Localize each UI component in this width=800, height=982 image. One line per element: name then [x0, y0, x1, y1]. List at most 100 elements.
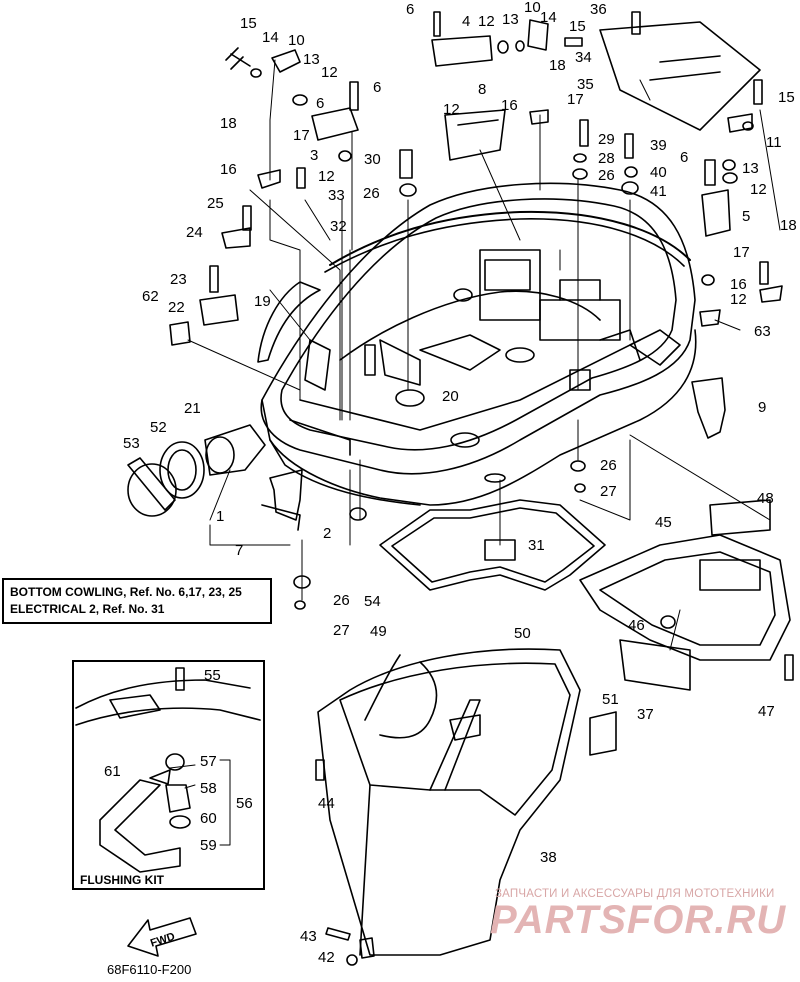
callout-63: 63 — [754, 323, 771, 340]
callout-27a: 27 — [600, 483, 617, 500]
callout-12e: 12 — [750, 181, 767, 198]
callout-10a: 10 — [288, 32, 305, 49]
callout-25: 25 — [207, 195, 224, 212]
reference-note-line1: BOTTOM COWLING, Ref. No. 6,17, 23, 25 — [10, 585, 242, 599]
callout-14b: 14 — [540, 9, 557, 26]
callout-56: 56 — [236, 795, 253, 812]
reference-note-line2: ELECTRICAL 2, Ref. No. 31 — [10, 602, 165, 616]
lower-apron — [317, 648, 581, 959]
callout-13a: 13 — [303, 51, 320, 68]
callout-26a: 26 — [363, 185, 380, 202]
callout-49: 49 — [370, 623, 387, 640]
callout-52: 52 — [150, 419, 167, 436]
callout-6d: 6 — [680, 149, 688, 166]
callout-8: 8 — [478, 81, 486, 98]
bottom-cowling — [260, 182, 697, 506]
seal-strip — [257, 210, 691, 363]
callout-53: 53 — [123, 435, 140, 452]
flushing-kit-frame — [72, 660, 265, 890]
callout-18a: 18 — [220, 115, 237, 132]
callout-40: 40 — [650, 164, 667, 181]
callout-61: 61 — [104, 763, 121, 780]
callout-23: 23 — [170, 271, 187, 288]
callout-10b: 10 — [524, 0, 541, 16]
callout-15a: 15 — [240, 15, 257, 32]
callout-15c: 15 — [778, 89, 795, 106]
callout-18c: 18 — [780, 217, 797, 234]
callout-54: 54 — [364, 593, 381, 610]
callout-62: 62 — [142, 288, 159, 305]
callout-48: 48 — [757, 490, 774, 507]
callout-19: 19 — [254, 293, 271, 310]
callout-18b: 18 — [549, 57, 566, 74]
callout-34: 34 — [575, 49, 592, 66]
callout-labels: 15 14 10 13 12 6 6 18 17 3 16 12 33 32 3… — [104, 0, 797, 966]
callout-9: 9 — [758, 399, 766, 416]
callout-20: 20 — [442, 388, 459, 405]
leader-lines — [169, 59, 781, 846]
callout-4: 4 — [462, 13, 470, 30]
callout-12b: 12 — [318, 168, 335, 185]
callout-11: 11 — [766, 134, 782, 151]
callout-46: 46 — [628, 617, 645, 634]
callout-30: 30 — [364, 151, 381, 168]
callout-21: 21 — [184, 400, 201, 417]
callout-16c: 16 — [730, 276, 747, 293]
callout-27b: 27 — [333, 622, 350, 639]
callout-15b: 15 — [569, 18, 586, 35]
callout-45: 45 — [655, 514, 672, 531]
callout-35: 35 — [577, 76, 594, 93]
callout-13b: 13 — [502, 11, 519, 28]
diagram-code: 68F6110-F200 — [107, 962, 192, 977]
callout-59: 59 — [200, 837, 217, 854]
callout-26d: 26 — [333, 592, 350, 609]
callout-31: 31 — [528, 537, 545, 554]
callout-47: 47 — [758, 703, 775, 720]
callout-41: 41 — [650, 183, 667, 200]
grommet-assembly — [127, 424, 266, 517]
brackets — [169, 19, 783, 531]
flushing-kit-title: FLUSHING KIT — [80, 873, 164, 887]
watermark-caption: ЗАПЧАСТИ И АКСЕССУАРЫ ДЛЯ МОТОТЕХНИКИ — [495, 888, 775, 900]
callout-55: 55 — [204, 667, 221, 684]
callout-43: 43 — [300, 928, 317, 945]
callout-22: 22 — [168, 299, 185, 316]
callout-16b: 16 — [501, 97, 518, 114]
support-frame — [579, 499, 791, 756]
callout-29: 29 — [598, 131, 615, 148]
callout-26c: 26 — [600, 457, 617, 474]
callout-2: 2 — [323, 525, 331, 542]
callout-33: 33 — [328, 187, 345, 204]
reference-note-box: BOTTOM COWLING, Ref. No. 6,17, 23, 25 EL… — [2, 578, 272, 624]
callout-57: 57 — [200, 753, 217, 770]
callout-12a: 12 — [321, 64, 338, 81]
callout-12f: 12 — [730, 291, 747, 308]
callout-51: 51 — [602, 691, 619, 708]
watermark-logo: PARTSFOR.RU — [490, 898, 787, 942]
callout-42: 42 — [318, 949, 335, 966]
callout-24: 24 — [186, 224, 203, 241]
callout-28: 28 — [598, 150, 615, 167]
callout-6c: 6 — [406, 1, 414, 18]
flushing-kit — [75, 679, 261, 873]
callout-7: 7 — [235, 542, 243, 559]
fwd-label: FWD — [149, 931, 177, 950]
callout-36: 36 — [590, 1, 607, 18]
callout-6b: 6 — [316, 95, 324, 112]
callout-1: 1 — [216, 508, 224, 525]
callout-60: 60 — [200, 810, 217, 827]
callout-39: 39 — [650, 137, 667, 154]
callout-26b: 26 — [598, 167, 615, 184]
callout-16a: 16 — [220, 161, 237, 178]
callout-17b: 17 — [567, 91, 584, 108]
fwd-arrow — [127, 917, 197, 957]
callout-38: 38 — [540, 849, 557, 866]
fasteners — [175, 11, 794, 966]
gasket — [379, 499, 606, 591]
callout-37: 37 — [637, 706, 654, 723]
callout-13c: 13 — [742, 160, 759, 177]
callout-12d: 12 — [443, 101, 460, 118]
callout-14a: 14 — [262, 29, 279, 46]
callout-44: 44 — [318, 795, 335, 812]
